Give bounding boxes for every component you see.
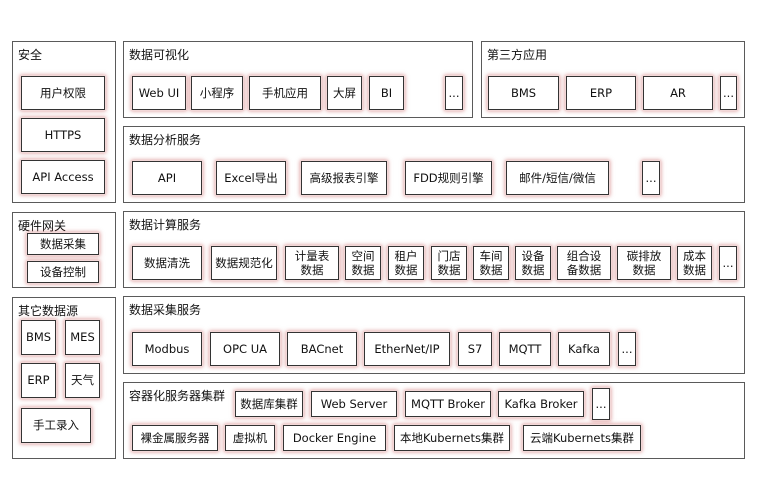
tenant-data-box: 租户 数据: [388, 246, 424, 280]
db-cluster-box: 数据库集群: [235, 391, 303, 417]
s7-box: S7: [458, 332, 492, 366]
meter-data-box: 计量表 数据: [285, 246, 339, 280]
collection-panel: 数据采集服务 Modbus OPC UA BACnet EtherNet/IP …: [123, 296, 745, 374]
workshop-data-box: 车间 数据: [473, 246, 509, 280]
combined-device-data-box: 组合设 备数据: [557, 246, 611, 280]
device-data-box: 设备 数据: [515, 246, 551, 280]
opc-ua-box: OPC UA: [210, 332, 280, 366]
space-data-box: 空间 数据: [345, 246, 381, 280]
ar-app-box: AR: [643, 76, 713, 110]
container-title: 容器化服务器集群: [129, 389, 226, 403]
container-more-box: ...: [592, 388, 610, 420]
mobile-app-box: 手机应用: [249, 76, 321, 110]
data-normalize-box: 数据规范化: [211, 246, 277, 280]
visualization-panel: 数据可视化 Web UI 小程序 手机应用 大屏 BI ...: [123, 41, 473, 118]
visualization-more-box: ...: [445, 76, 463, 110]
data-collect-box: 数据采集: [27, 233, 99, 255]
other-sources-title: 其它数据源: [18, 304, 79, 318]
hardware-gateway-panel: 硬件网关 数据采集 设备控制: [12, 212, 116, 288]
web-ui-box: Web UI: [132, 76, 186, 110]
weather-source-box: 天气: [65, 363, 100, 398]
bms-source-box: BMS: [21, 320, 56, 355]
docker-engine-box: Docker Engine: [283, 425, 386, 451]
carbon-data-box: 碳排放 数据: [617, 246, 671, 280]
other-sources-panel: 其它数据源 BMS MES ERP 天气 手工录入: [12, 297, 116, 459]
security-title: 安全: [18, 48, 43, 62]
api-box: API: [132, 161, 202, 195]
kafka-broker-box: Kafka Broker: [498, 391, 584, 417]
cloud-k8s-box: 云端Kubernets集群: [523, 425, 641, 451]
container-panel: 容器化服务器集群 数据库集群 Web Server MQTT Broker Ka…: [123, 382, 745, 459]
data-cleaning-box: 数据清洗: [132, 246, 202, 280]
analysis-more-box: ...: [642, 161, 660, 195]
https-box: HTTPS: [21, 118, 105, 152]
erp-source-box: ERP: [21, 363, 56, 398]
api-access-box: API Access: [21, 160, 105, 194]
erp-app-box: ERP: [566, 76, 636, 110]
notification-box: 邮件/短信/微信: [506, 161, 609, 195]
web-server-box: Web Server: [311, 391, 397, 417]
collection-title: 数据采集服务: [129, 303, 202, 317]
analysis-panel: 数据分析服务 API Excel导出 高级报表引擎 FDD规则引擎 邮件/短信/…: [123, 126, 745, 203]
bi-box: BI: [369, 76, 404, 110]
fdd-engine-box: FDD规则引擎: [405, 161, 492, 195]
store-data-box: 门店 数据: [431, 246, 467, 280]
excel-export-box: Excel导出: [216, 161, 286, 195]
third-party-more-box: ...: [720, 76, 737, 110]
compute-more-box: ...: [719, 246, 737, 280]
big-screen-box: 大屏: [327, 76, 362, 110]
mqtt-broker-box: MQTT Broker: [405, 391, 491, 417]
compute-title: 数据计算服务: [129, 218, 202, 232]
collection-more-box: ...: [618, 332, 636, 366]
mini-program-box: 小程序: [191, 76, 243, 110]
visualization-title: 数据可视化: [129, 48, 190, 62]
user-permission-box: 用户权限: [21, 76, 105, 110]
bare-metal-box: 裸金属服务器: [132, 425, 218, 451]
analysis-title: 数据分析服务: [129, 133, 202, 147]
cost-data-box: 成本 数据: [677, 246, 712, 280]
mes-source-box: MES: [65, 320, 100, 355]
manual-entry-box: 手工录入: [21, 408, 91, 443]
local-k8s-box: 本地Kubernets集群: [394, 425, 510, 451]
kafka-box: Kafka: [558, 332, 610, 366]
ethernet-ip-box: EtherNet/IP: [364, 332, 450, 366]
bacnet-box: BACnet: [287, 332, 357, 366]
modbus-box: Modbus: [132, 332, 202, 366]
compute-panel: 数据计算服务 数据清洗 数据规范化 计量表 数据 空间 数据 租户 数据 门店 …: [123, 211, 745, 288]
third-party-panel: 第三方应用 BMS ERP AR ...: [481, 41, 745, 118]
security-panel: 安全 用户权限 HTTPS API Access: [12, 41, 116, 203]
vm-box: 虚拟机: [225, 425, 275, 451]
hardware-gateway-title: 硬件网关: [18, 219, 67, 233]
third-party-title: 第三方应用: [487, 48, 548, 62]
device-control-box: 设备控制: [27, 261, 99, 283]
bms-app-box: BMS: [488, 76, 559, 110]
mqtt-box: MQTT: [499, 332, 551, 366]
report-engine-box: 高级报表引擎: [301, 161, 387, 195]
